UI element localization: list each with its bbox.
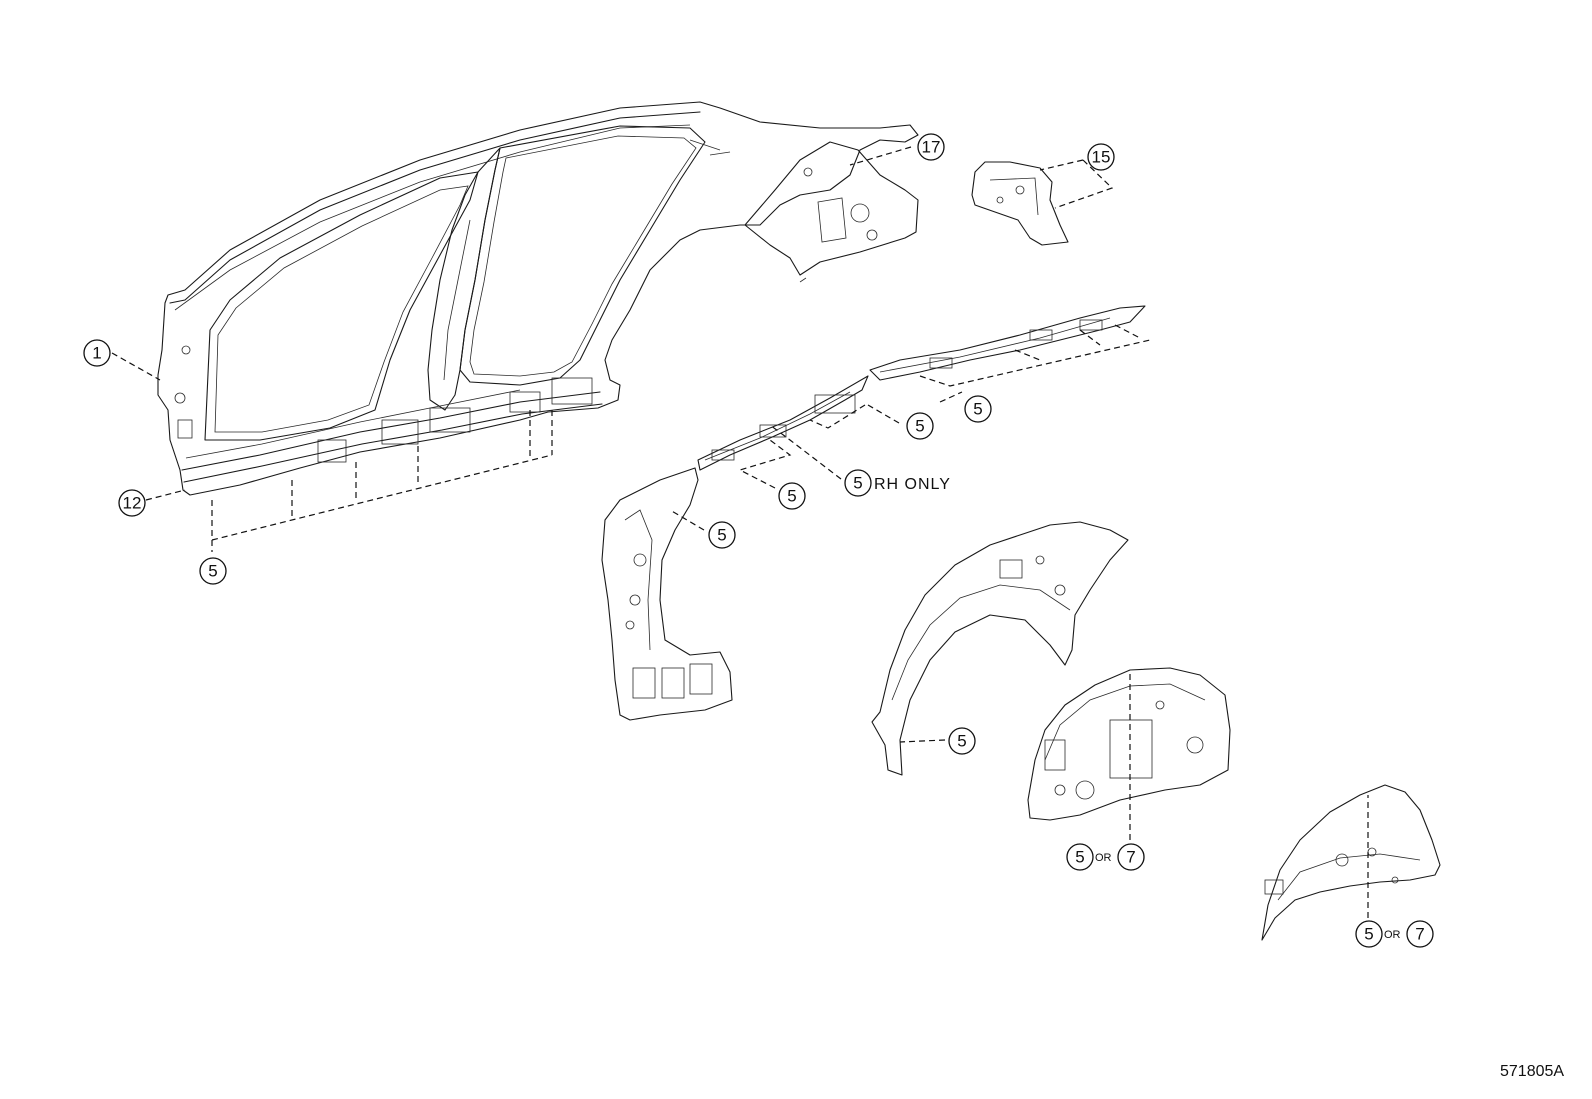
svg-text:5: 5 — [973, 400, 982, 419]
svg-text:12: 12 — [123, 494, 142, 513]
quarter-inner-upper-panel — [744, 141, 919, 283]
rear-corner-panel — [1261, 784, 1441, 941]
svg-text:5: 5 — [853, 474, 862, 493]
svg-text:5: 5 — [787, 487, 796, 506]
roof-side-rail-lower — [697, 375, 869, 471]
wheelhouse-outer-panel — [871, 521, 1129, 776]
callout-7-wheelhouse-inner: 7 — [1117, 843, 1145, 871]
rh-only-label: RH ONLY — [874, 476, 951, 493]
wheelhouse-inner-panel — [1027, 667, 1231, 821]
svg-text:7: 7 — [1415, 925, 1424, 944]
callout-12: 12 — [118, 489, 146, 517]
callout-1: 1 — [83, 339, 111, 367]
or-label-2: OR — [1384, 929, 1401, 941]
callout-17: 17 — [917, 133, 945, 161]
svg-text:5: 5 — [717, 526, 726, 545]
svg-text:5: 5 — [1364, 925, 1373, 944]
svg-text:5: 5 — [915, 417, 924, 436]
callout-7-rear-panel: 7 — [1406, 920, 1434, 948]
callout-5-side-bottom: 5 — [199, 557, 227, 585]
front-pillar-inner-panel — [601, 467, 733, 721]
callout-5-wheelhouse-inner: 5 — [1066, 843, 1094, 871]
svg-text:5: 5 — [1075, 848, 1084, 867]
callout-5-rail-lower: 5 — [778, 482, 806, 510]
roof-side-rail-upper — [869, 305, 1146, 381]
or-label-1: OR — [1095, 852, 1112, 864]
reference-code: 571805A — [1500, 1063, 1564, 1080]
callout-5-rail-upper-right: 5 — [964, 395, 992, 423]
callout-5-pillar: 5 — [708, 521, 736, 549]
svg-text:15: 15 — [1092, 148, 1111, 167]
svg-text:5: 5 — [208, 562, 217, 581]
svg-text:7: 7 — [1126, 848, 1135, 867]
leader-lines — [111, 146, 1369, 918]
svg-text:17: 17 — [922, 138, 941, 157]
callout-5-rail-upper-mid: 5 — [906, 412, 934, 440]
callout-15: 15 — [1087, 143, 1115, 171]
callout-5-wheelhouse-outer: 5 — [948, 727, 976, 755]
svg-text:5: 5 — [957, 732, 966, 751]
body-side-outer-panel — [157, 101, 919, 496]
callout-5-rail-rh-only: 5 — [844, 469, 872, 497]
svg-text:1: 1 — [92, 344, 101, 363]
callout-5-rear-panel: 5 — [1355, 920, 1383, 948]
bracket-panel — [971, 161, 1069, 246]
